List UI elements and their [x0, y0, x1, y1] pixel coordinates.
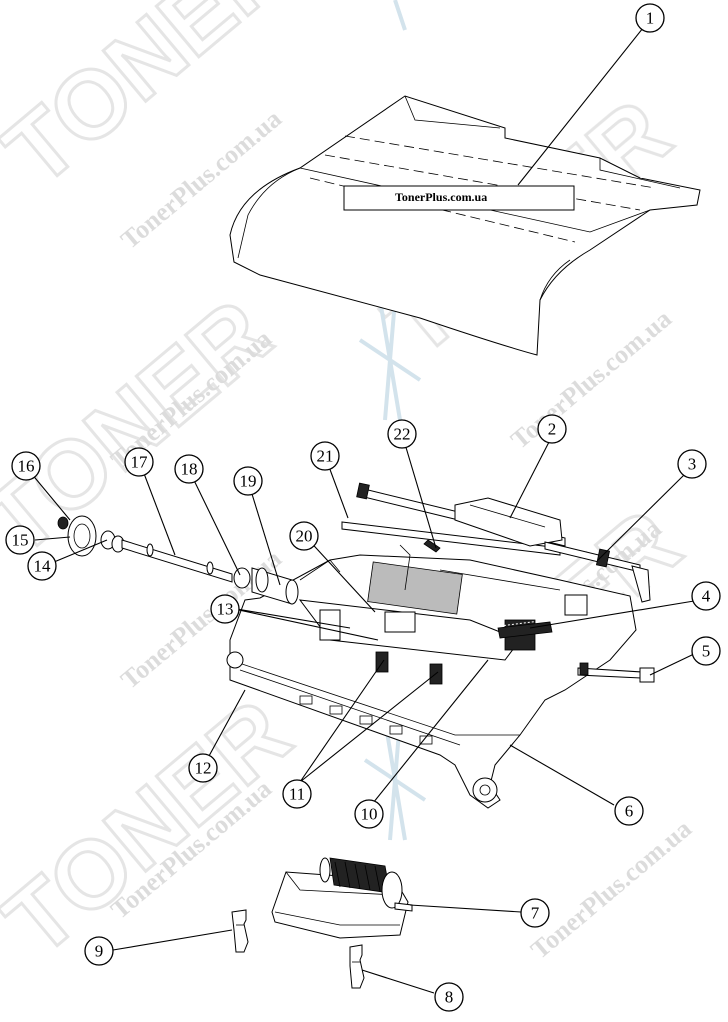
callout-5: 5 — [691, 636, 721, 666]
callout-13: 13 — [210, 594, 240, 624]
svg-text:13: 13 — [217, 600, 234, 619]
callout-6: 6 — [614, 796, 644, 826]
callout-3: 3 — [677, 449, 707, 479]
upper-roller-assembly — [341, 482, 651, 603]
callout-8: 8 — [434, 982, 464, 1012]
left-clip — [231, 909, 249, 953]
svg-text:7: 7 — [531, 904, 540, 923]
callout-22: 22 — [387, 419, 417, 449]
svg-text:3: 3 — [688, 455, 697, 474]
svg-text:2: 2 — [548, 420, 557, 439]
sensor-lever — [577, 662, 655, 683]
svg-text:18: 18 — [181, 460, 198, 479]
callout-12: 12 — [188, 753, 218, 783]
watermark-brand: TONER — [0, 679, 310, 976]
callout-18: 18 — [174, 454, 204, 484]
spring — [497, 619, 553, 639]
svg-text:10: 10 — [361, 805, 378, 824]
svg-text:22: 22 — [394, 425, 411, 444]
svg-text:21: 21 — [317, 447, 334, 466]
callout-14: 14 — [27, 551, 57, 581]
callout-16: 16 — [11, 451, 41, 481]
right-clip — [349, 944, 365, 989]
svg-text:20: 20 — [296, 527, 313, 546]
svg-text:5: 5 — [702, 642, 711, 661]
cover-label-plate — [343, 185, 575, 211]
callout-11: 11 — [282, 779, 312, 809]
callout-9: 9 — [84, 936, 114, 966]
drive-shaft-assembly — [57, 515, 299, 605]
svg-text:17: 17 — [131, 453, 149, 472]
watermark-brand: TONER — [0, 0, 310, 206]
svg-text:9: 9 — [95, 942, 104, 961]
callout-21: 21 — [310, 441, 340, 471]
svg-text:15: 15 — [12, 531, 29, 550]
callout-1: 1 — [635, 3, 665, 33]
callout-layer: 1 2 3 4 5 6 7 8 9 10 11 12 13 14 15 16 1… — [5, 3, 721, 1012]
callout-17: 17 — [124, 447, 154, 477]
top-cover: TonerPlus.com.ua — [229, 95, 701, 356]
svg-text:16: 16 — [18, 457, 35, 476]
frame-slots — [299, 695, 433, 745]
leader-lines — [25, 27, 695, 994]
callout-10: 10 — [354, 799, 384, 829]
svg-text:4: 4 — [702, 587, 711, 606]
callout-19: 19 — [233, 466, 263, 496]
svg-text:6: 6 — [625, 802, 634, 821]
svg-text:14: 14 — [34, 557, 52, 576]
svg-text:11: 11 — [289, 785, 305, 804]
svg-text:19: 19 — [240, 472, 257, 491]
pickup-roller-unit — [271, 857, 413, 939]
callout-15: 15 — [5, 525, 35, 555]
callout-7: 7 — [520, 898, 550, 928]
svg-text:8: 8 — [445, 988, 454, 1007]
svg-text:12: 12 — [195, 759, 212, 778]
callout-2: 2 — [537, 414, 567, 444]
svg-text:1: 1 — [646, 9, 655, 28]
cover-label-text: TonerPlus.com.ua — [395, 190, 487, 204]
callout-20: 20 — [289, 521, 319, 551]
watermark-site: TonerPlus.com.ua — [525, 814, 697, 965]
callout-4: 4 — [691, 581, 721, 611]
